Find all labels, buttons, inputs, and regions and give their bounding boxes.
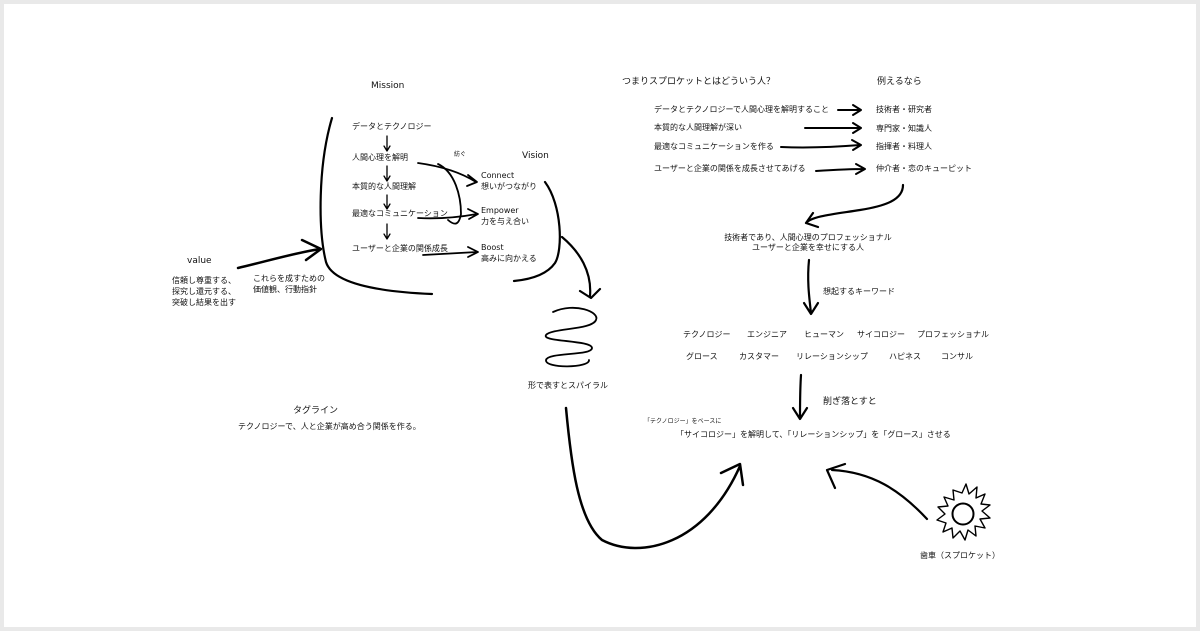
value-line-2: 探究し還元する、 [172, 287, 236, 296]
persona-summary-line-2: ユーザーと企業を幸せにする人 [752, 243, 864, 252]
keyword-psychology: サイコロジー [857, 330, 905, 339]
spiral-to-statement-arrow [564, 406, 745, 550]
persona-row-2-left: 本質的な人間理解が深い [654, 123, 742, 132]
value-note-1: これらを成すための [253, 274, 325, 283]
persona-row-2-right: 専門家・知識人 [876, 124, 932, 133]
mission-item-relationship: ユーザーと企業の関係成長 [352, 244, 448, 253]
mission-item-data-technology: データとテクノロジー [352, 122, 432, 131]
persona-row-4-left: ユーザーと企業の関係を成長させてあげる [654, 164, 806, 173]
gear-icon [936, 483, 991, 541]
reduce-label: 削ぎ落とすと [823, 397, 877, 407]
persona-summary-line-1: 技術者であり、人間心理のプロフェッショナル [724, 233, 892, 242]
vision-boost-en: Boost [481, 243, 504, 252]
gear-to-statement-arrow [825, 462, 929, 521]
vision-empower-ja: 力を与え合い [481, 217, 529, 226]
mission-to-vision-arrows [417, 162, 479, 258]
value-line-1: 信頼し尊重する、 [172, 276, 236, 285]
persona-row-1-right: 技術者・研究者 [876, 105, 932, 114]
value-note-2: 価値観、行動指針 [253, 285, 317, 294]
keywords-title: 想起するキーワード [823, 287, 895, 296]
persona-row-1-left: データとテクノロジーで人間心理を解明すること [654, 105, 830, 114]
keyword-customer: カスタマー [739, 352, 779, 361]
keyword-human: ヒューマン [804, 330, 844, 339]
persona-to-summary-arrow [804, 183, 905, 229]
persona-title: つまりスプロケットとはどういう人？ [622, 77, 776, 87]
persona-row-arrows [780, 104, 866, 175]
keyword-consul: コンサル [941, 352, 973, 361]
summary-to-keywords-arrow [802, 258, 820, 316]
tagline-title: タグライン [293, 406, 339, 416]
keyword-professional: プロフェッショナル [917, 330, 989, 339]
keyword-happiness: ハピネス [889, 352, 921, 361]
vision-title: Vision [522, 151, 549, 161]
keyword-engineer: エンジニア [747, 330, 787, 339]
mission-item-psychology: 人間心理を解明 [352, 153, 408, 162]
vision-connect-ja: 想いがつながり [481, 182, 537, 191]
keyword-relationship: リレーションシップ [796, 352, 868, 361]
mission-item-communication: 最適なコミュニケーション [352, 209, 448, 218]
final-statement: 「サイコロジー」を解明して、「リレーションシップ」を「グロース」させる [676, 430, 951, 439]
value-line-3: 突破し結果を出す [172, 298, 236, 307]
persona-row-4-right: 仲介者・恋のキューピット [876, 164, 972, 173]
gear-label: 歯車（スプロケット） [920, 551, 1000, 560]
spiral-icon [545, 307, 598, 368]
persona-row-3-right: 指揮者・料理人 [876, 142, 932, 151]
vision-boost-ja: 高みに向かえる [481, 254, 537, 263]
keywords-to-statement-arrow [791, 373, 809, 421]
tagline-text: テクノロジーで、人と企業が高め合う関係を作る。 [238, 422, 421, 431]
spiral-label: 形で表すとスパイラル [528, 381, 608, 390]
keyword-growth: グロース [686, 352, 718, 361]
vision-empower-en: Empower [481, 206, 519, 215]
vision-connect-en: Connect [481, 171, 515, 180]
mission-down-arrows [383, 135, 391, 240]
mission-link-note: 紡ぐ [454, 151, 467, 158]
keyword-technology: テクノロジー [683, 330, 731, 339]
mission-item-understanding: 本質的な人間理解 [352, 182, 416, 191]
value-title: value [187, 256, 212, 266]
mission-title: Mission [371, 81, 405, 91]
vision-to-spiral-arrow [560, 235, 602, 300]
vision-bracket [512, 180, 561, 283]
persona-row-3-left: 最適なコミュニケーションを作る [654, 142, 774, 151]
value-arrow [236, 238, 323, 270]
mission-bracket [319, 116, 434, 296]
final-note: 「テクノロジー」をベースに [644, 418, 722, 425]
persona-example-title: 例えるなら [877, 77, 922, 87]
